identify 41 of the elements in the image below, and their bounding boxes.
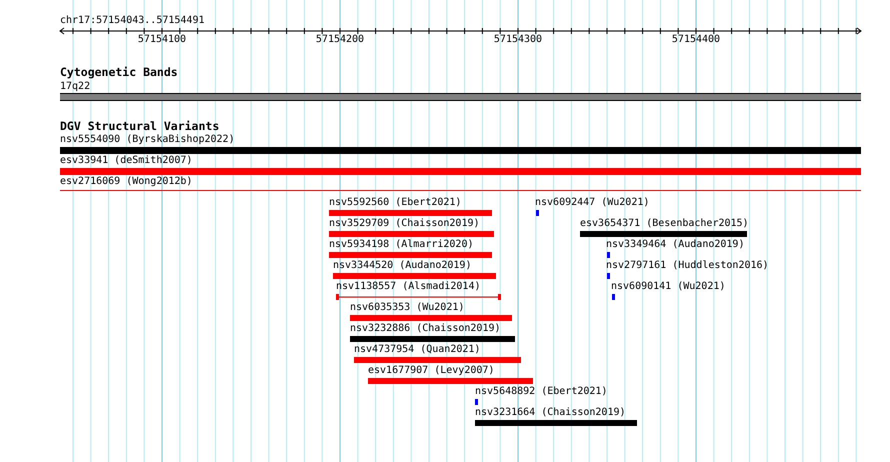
feature-track bbox=[60, 155, 861, 176]
feature-label: nsv1138557 (Alsmadi2014) bbox=[336, 281, 480, 293]
feature-track bbox=[60, 134, 861, 155]
feature-track bbox=[368, 365, 533, 386]
feature-track bbox=[329, 218, 494, 239]
feature-track bbox=[475, 407, 637, 428]
feature-label: nsv4737954 (Quan2021) bbox=[354, 344, 480, 356]
feature-label: nsv5934198 (Almarri2020) bbox=[329, 239, 474, 251]
feature-label: 17q22 bbox=[60, 81, 90, 93]
feature-label: nsv6035353 (Wu2021) bbox=[350, 302, 464, 314]
feature-label: esv33941 (deSmith2007) bbox=[60, 155, 192, 167]
feature-label: nsv3349464 (Audano2019) bbox=[606, 239, 744, 251]
feature-label: nsv5648892 (Ebert2021) bbox=[475, 386, 608, 398]
track-title: Cytogenetic Bands bbox=[60, 66, 178, 78]
feature-label: esv2716069 (Wong2012b) bbox=[60, 176, 192, 188]
feature-label: nsv6092447 (Wu2021) bbox=[535, 197, 650, 209]
location-label: chr17:57154043..57154491 bbox=[60, 15, 204, 27]
tick-label: 57154200 bbox=[316, 34, 364, 46]
feature-label: nsv3344520 (Audano2019) bbox=[333, 260, 472, 272]
feature-track bbox=[580, 218, 747, 239]
feature-track bbox=[60, 81, 861, 102]
feature-label: nsv6090141 (Wu2021) bbox=[611, 281, 726, 293]
tick-label: 57154300 bbox=[494, 34, 542, 46]
feature-label: nsv5592560 (Ebert2021) bbox=[329, 197, 462, 209]
feature-label: nsv3232886 (Chaisson2019) bbox=[350, 323, 501, 335]
feature-track bbox=[350, 302, 512, 323]
feature-label: esv3654371 (Besenbacher2015) bbox=[580, 218, 749, 230]
feature-track bbox=[350, 323, 515, 344]
feature-track bbox=[329, 239, 492, 260]
feature-track bbox=[336, 281, 501, 302]
feature-track bbox=[333, 260, 496, 281]
feature-label: nsv3231664 (Chaisson2019) bbox=[475, 407, 626, 419]
feature-track bbox=[354, 344, 521, 365]
feature-track bbox=[329, 197, 492, 218]
feature-label: nsv2797161 (Huddleston2016) bbox=[606, 260, 769, 272]
track-title: DGV Structural Variants bbox=[60, 120, 220, 132]
tick-label: 57154100 bbox=[138, 34, 186, 46]
feature-label: nsv5554090 (ByrskaBishop2022) bbox=[60, 134, 235, 146]
feature-label: esv1677907 (Levy2007) bbox=[368, 365, 494, 377]
tick-label: 57154400 bbox=[672, 34, 720, 46]
feature-label: nsv3529709 (Chaisson2019) bbox=[329, 218, 480, 230]
